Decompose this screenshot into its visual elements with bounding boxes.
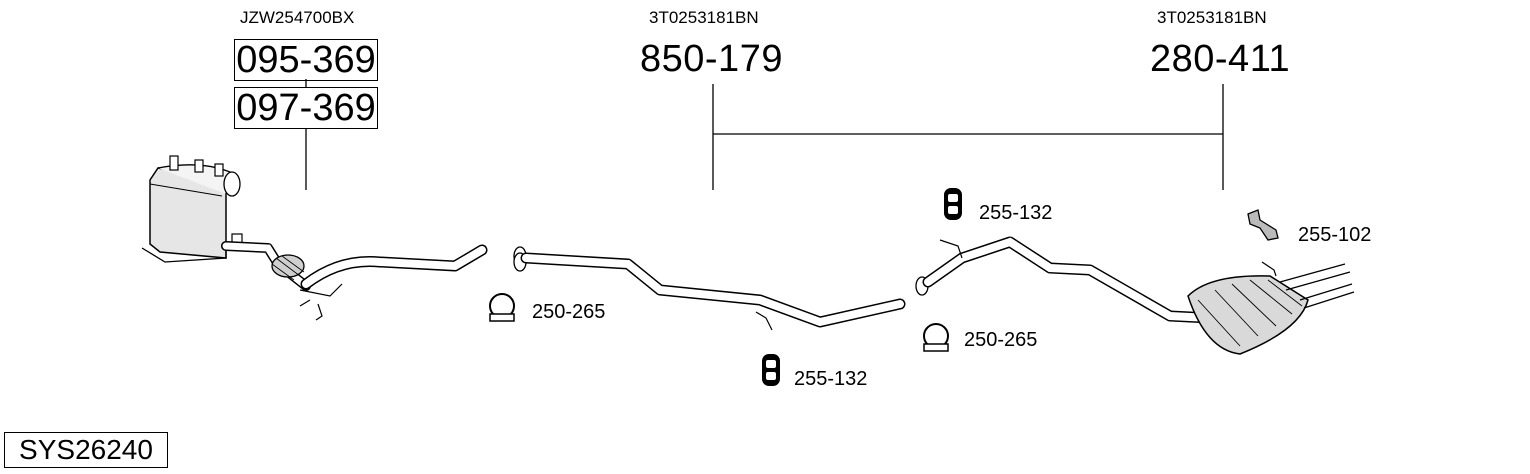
accessory-label-clamp-2[interactable]: 250-265 [964,329,1038,351]
middle-pipe [513,246,906,331]
rear-silencer [915,236,1355,355]
part-number-rear[interactable]: 280-411 [1150,38,1291,80]
accessory-label-bracket[interactable]: 255-102 [1298,224,1372,246]
oem-number-middle: 3T0253181BN [649,8,759,27]
diesel-particulate-filter [141,155,488,321]
oem-number-dpf: JZW254700BX [240,8,355,27]
system-code-box: SYS26240 [4,432,168,468]
accessory-label-mount-1[interactable]: 255-132 [794,368,868,390]
accessory-label-mount-2[interactable]: 255-132 [979,202,1053,224]
part-number-middle[interactable]: 850-179 [640,38,783,80]
rubber-mount-icon [944,188,962,220]
oem-number-rear: 3T0253181BN [1157,8,1267,27]
rubber-mount-icon [762,354,780,386]
part-number-box-dpf-1[interactable]: 095-369 [234,39,378,81]
bracket-icon [1247,209,1279,241]
clamp-icon [923,323,949,352]
accessory-label-clamp-1[interactable]: 250-265 [532,301,606,323]
part-number-box-dpf-2[interactable]: 097-369 [234,87,378,129]
clamp-icon [489,293,515,322]
